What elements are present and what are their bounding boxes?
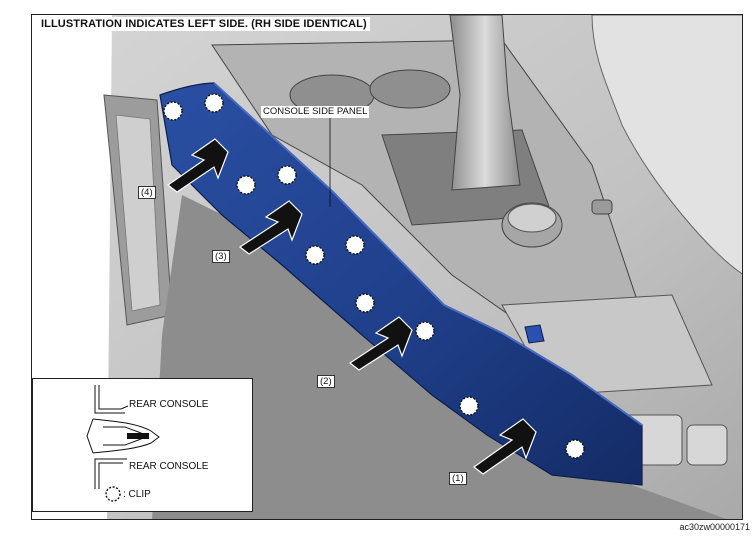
rear-console-label: REAR CONSOLE bbox=[129, 461, 209, 472]
arrow-icon bbox=[348, 316, 413, 371]
clip-icon bbox=[355, 293, 375, 313]
clip-icon bbox=[236, 175, 256, 195]
arrow-icon bbox=[238, 200, 303, 255]
clip-cross-section bbox=[86, 385, 160, 502]
clip-icon bbox=[105, 486, 121, 502]
clip-icon bbox=[565, 439, 585, 459]
clip-icon bbox=[305, 245, 325, 265]
arrow-icon bbox=[166, 138, 229, 193]
clip-icon bbox=[459, 396, 479, 416]
arrow-icon bbox=[472, 418, 537, 475]
step-1-label: (1) bbox=[449, 472, 467, 485]
clip-legend-label: : CLIP bbox=[123, 489, 151, 500]
step-2-label: (2) bbox=[317, 375, 335, 388]
step-4-label: (4) bbox=[138, 186, 156, 199]
gear-knob bbox=[449, 15, 521, 191]
step-3-label: (3) bbox=[212, 250, 230, 263]
console-side-panel-label: CONSOLE SIDE PANEL bbox=[261, 106, 370, 118]
clip-icon bbox=[277, 165, 297, 185]
clip-icon bbox=[204, 93, 224, 113]
legend-box: REAR CONSOLE REAR CONSOLE : CLIP bbox=[32, 378, 253, 512]
clip-icon bbox=[415, 321, 435, 341]
rear-console-label: REAR CONSOLE bbox=[129, 399, 209, 410]
clip-icon bbox=[345, 235, 365, 255]
illustration-caption: ILLUSTRATION INDICATES LEFT SIDE. (RH SI… bbox=[38, 17, 370, 31]
dashboard-panel bbox=[591, 15, 742, 275]
clip-icon bbox=[163, 101, 183, 121]
document-id: ac30zw00000171 bbox=[679, 522, 750, 532]
